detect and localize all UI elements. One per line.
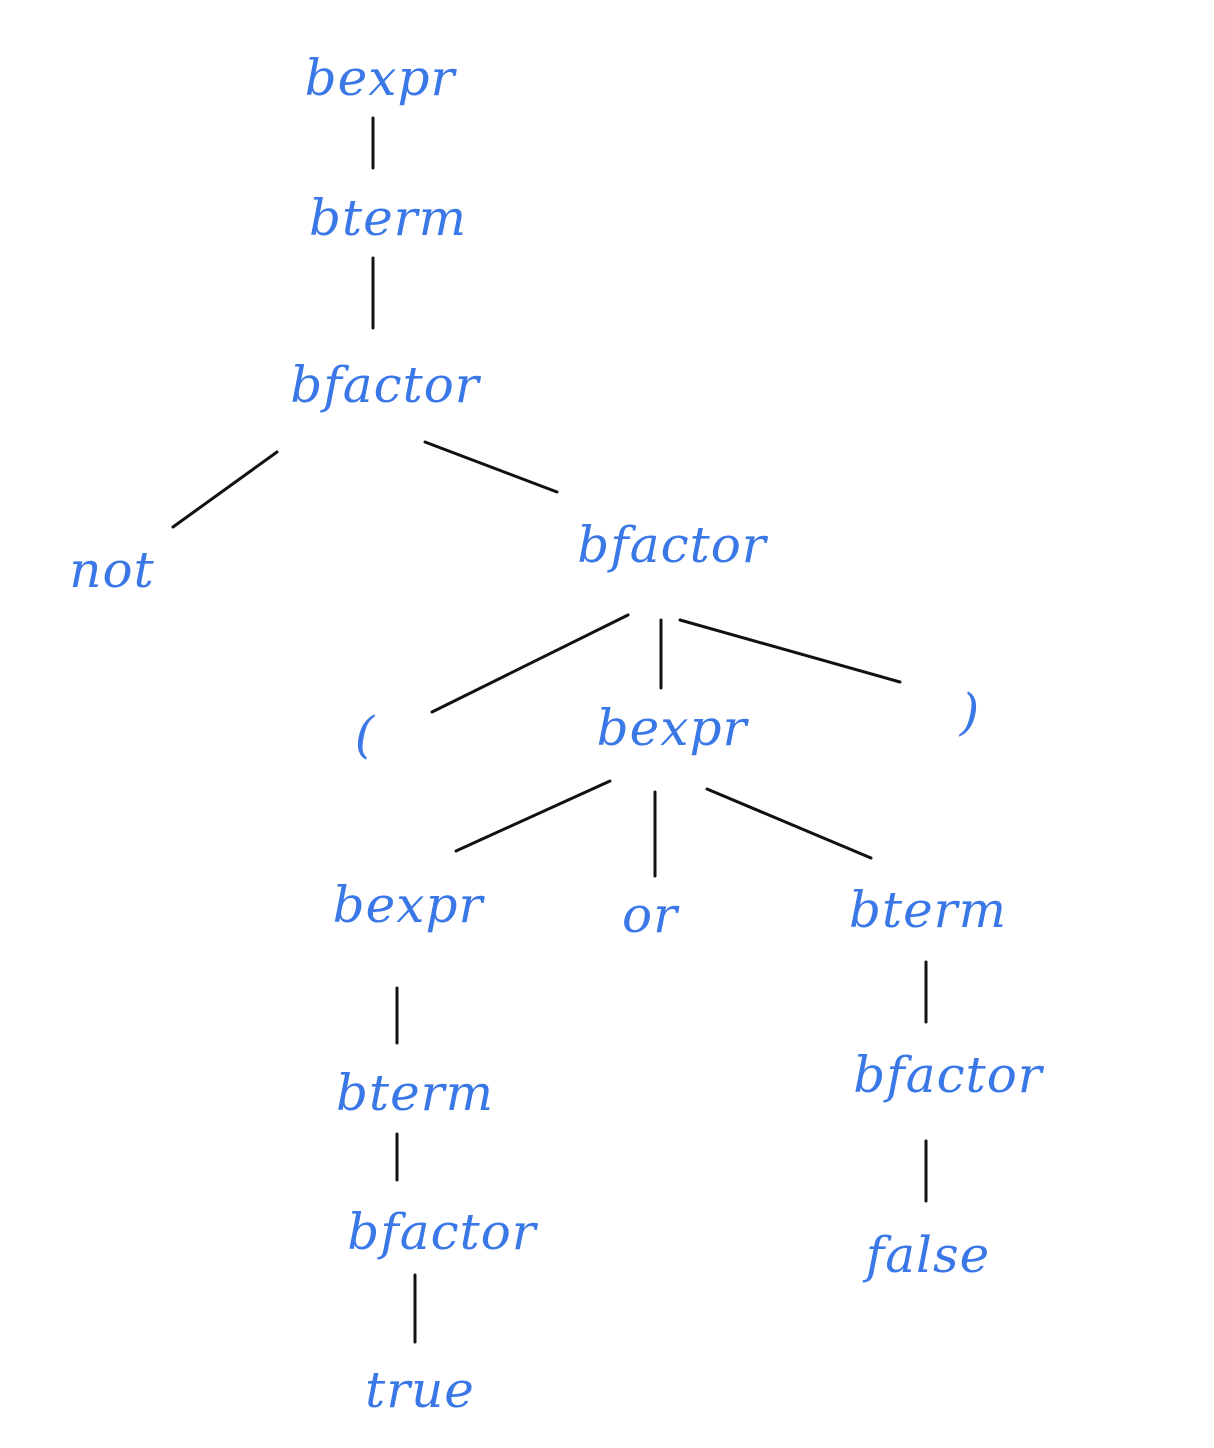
node-or: or (621, 886, 679, 944)
node-bexpr-inner: bexpr (596, 699, 748, 757)
node-true: true (365, 1361, 475, 1419)
edge-n7-n11 (705, 787, 873, 860)
node-bfactor-2: bfactor (577, 516, 767, 574)
node-bfactor-1: bfactor (290, 356, 480, 414)
node-left-paren: ( (354, 706, 376, 764)
node-not: not (69, 541, 155, 599)
edge-n3-n4 (171, 450, 279, 529)
node-bexpr-root: bexpr (304, 49, 456, 107)
node-bterm-1: bterm (308, 189, 468, 247)
edge-n5-n6 (430, 613, 630, 714)
node-bfactor-left: bfactor (347, 1203, 537, 1261)
edge-n7-n9 (454, 779, 612, 853)
node-bterm-right: bterm (848, 881, 1008, 939)
edge-n3-n5 (423, 440, 559, 494)
node-false: false (865, 1226, 991, 1284)
node-right-paren: ) (959, 683, 981, 741)
node-bterm-left: bterm (335, 1064, 495, 1122)
edge-n5-n8 (678, 618, 902, 684)
node-bexpr-left: bexpr (332, 876, 484, 934)
node-bfactor-right: bfactor (853, 1046, 1043, 1104)
